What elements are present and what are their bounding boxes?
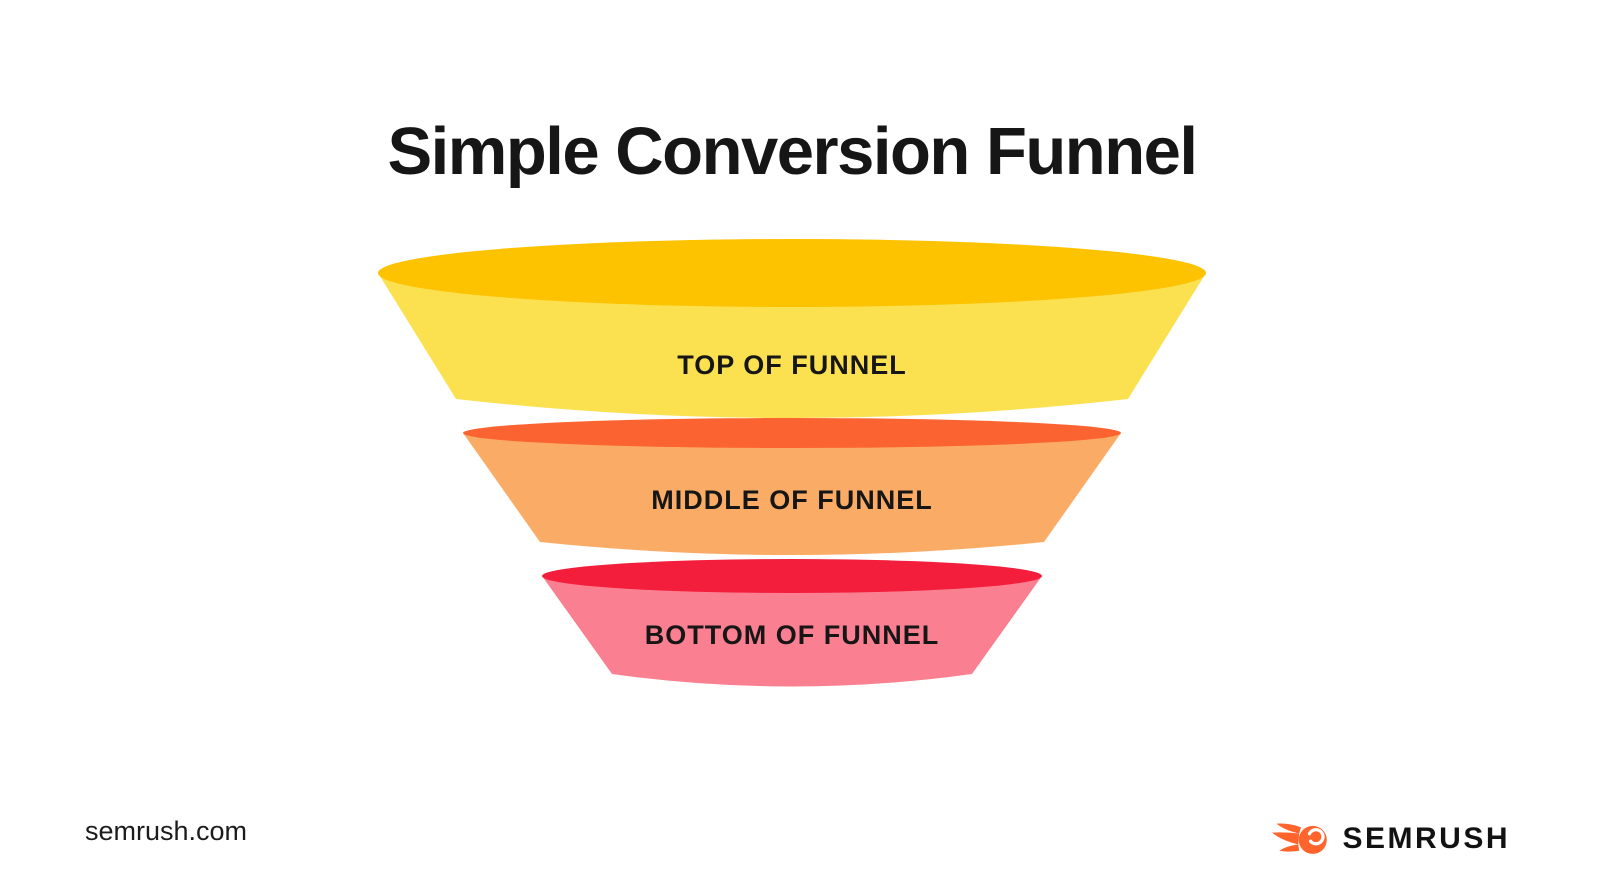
funnel-stage-bottom-body xyxy=(542,576,1042,687)
semrush-flame-icon xyxy=(1272,823,1328,854)
funnel-stage-top xyxy=(378,239,1206,418)
funnel-stage-top-body xyxy=(378,273,1206,418)
funnel-stage-middle-rim xyxy=(463,418,1121,448)
flame-tongue-top xyxy=(1277,823,1302,834)
funnel-stage-middle xyxy=(463,418,1121,555)
flame-shapes xyxy=(1272,823,1328,854)
page-title: Simple Conversion Funnel xyxy=(387,113,1198,189)
funnel-stage-top-rim xyxy=(378,239,1206,307)
fireball-ring xyxy=(1308,828,1326,846)
funnel-stage-middle-body xyxy=(463,433,1121,555)
semrush-logo: SEMRUSH xyxy=(1272,820,1510,858)
footer-site-url: semrush.com xyxy=(85,816,248,846)
flame-tongue-middle xyxy=(1272,832,1300,845)
flame-tongue-bottom xyxy=(1279,844,1300,852)
funnel-stage-middle-label: MIDDLE OF FUNNEL xyxy=(651,485,933,515)
funnel-stage-bottom xyxy=(542,559,1042,687)
funnel-stage-top-label: TOP OF FUNNEL xyxy=(677,350,907,380)
funnel-stage-bottom-rim xyxy=(542,559,1042,593)
semrush-wordmark: SEMRUSH xyxy=(1342,822,1510,855)
funnel-stage-bottom-label: BOTTOM OF FUNNEL xyxy=(644,620,940,650)
